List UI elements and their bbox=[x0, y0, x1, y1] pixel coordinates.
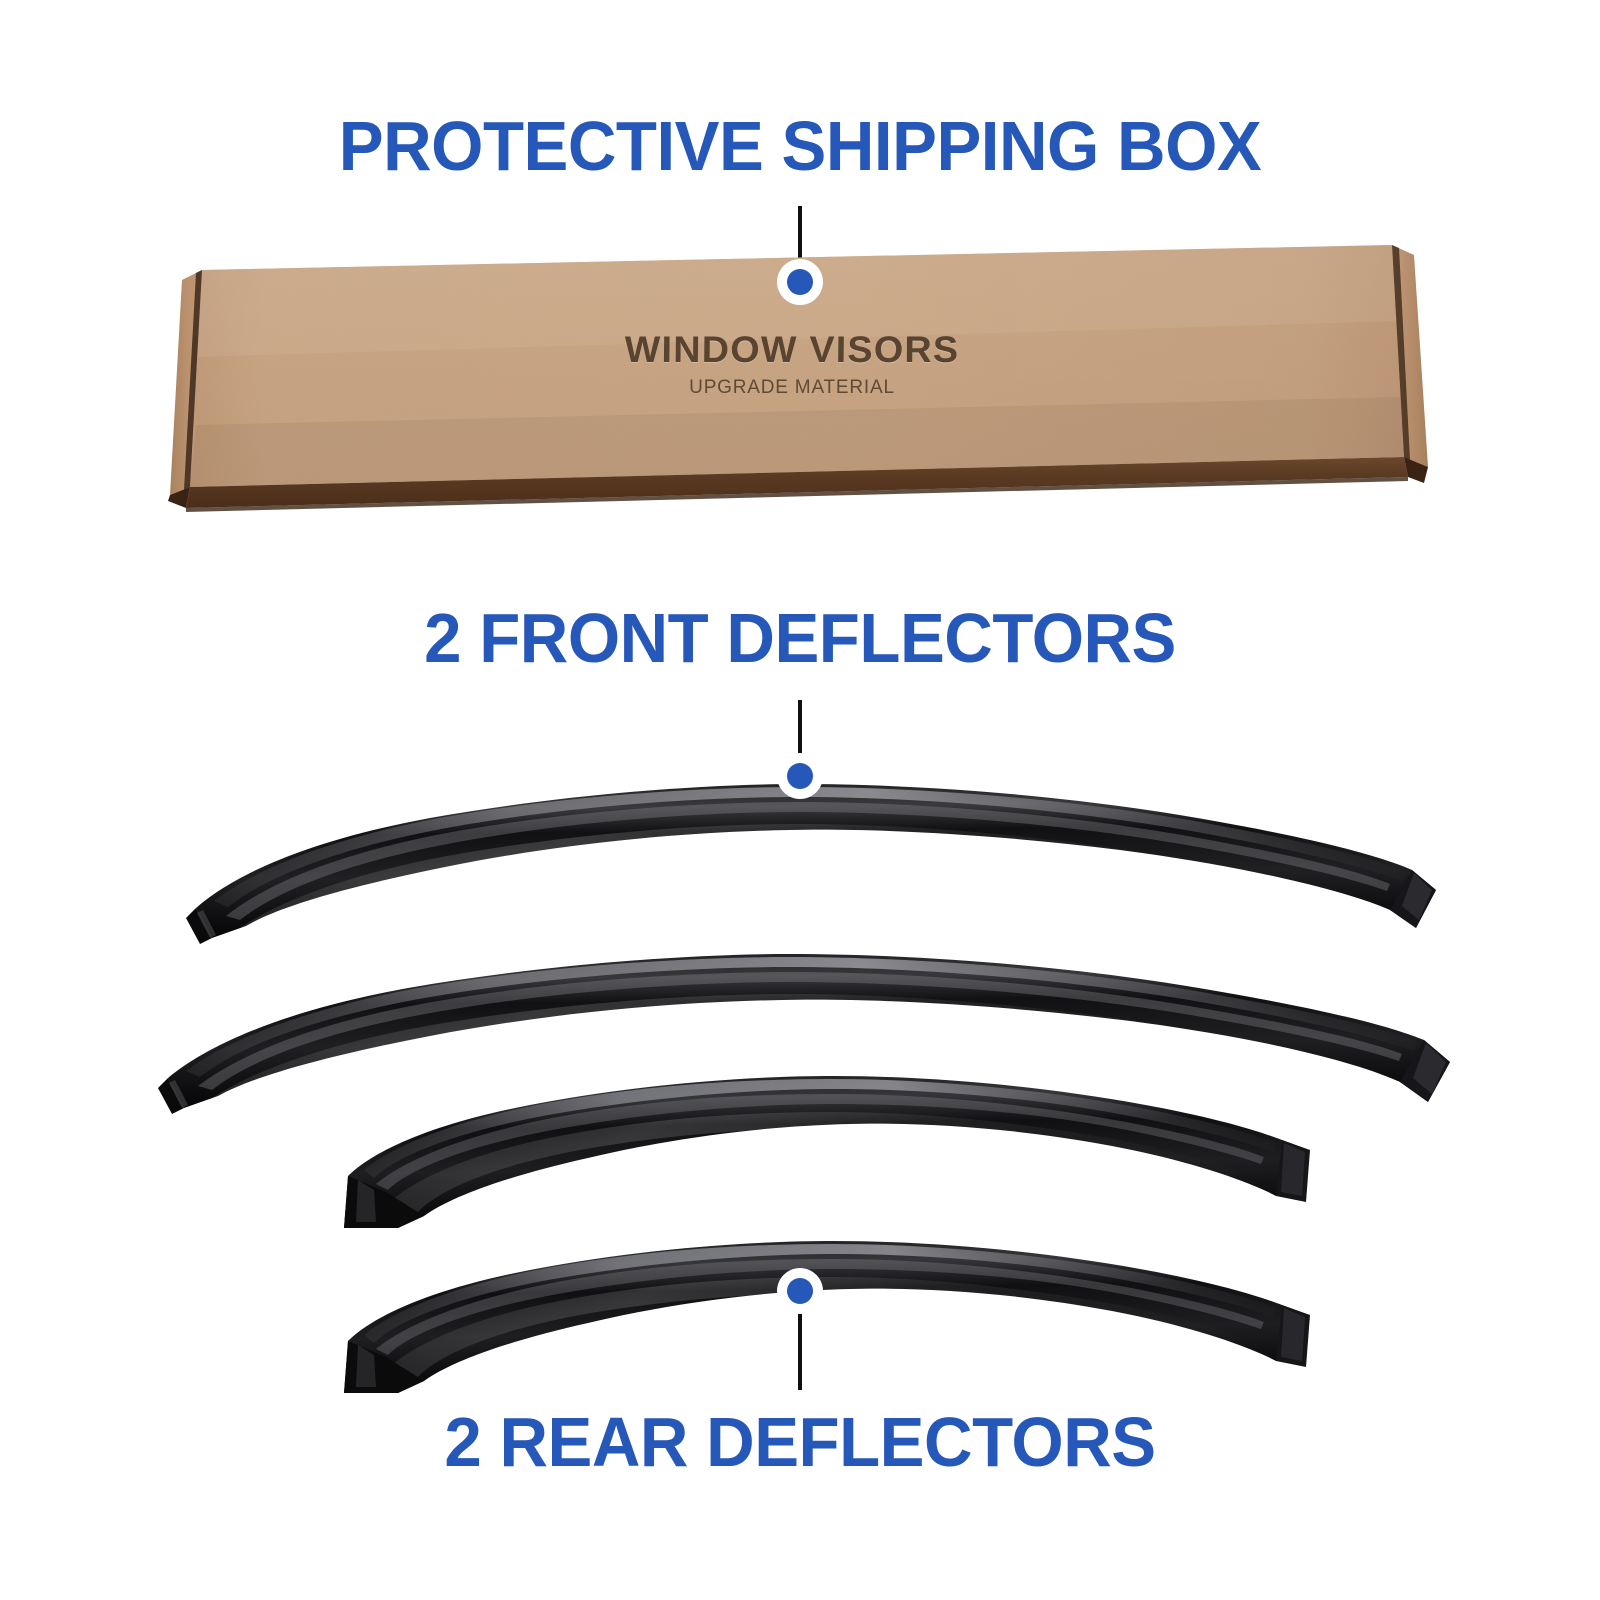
deflector-groove bbox=[198, 972, 1402, 1090]
callout-dot-shipping-box bbox=[777, 259, 823, 305]
callout-label-front-deflectors: 2 FRONT DEFLECTORS bbox=[424, 599, 1176, 677]
deflector-left-tip bbox=[158, 1078, 184, 1114]
deflector-body bbox=[344, 1241, 1298, 1393]
leader-line-front-deflectors bbox=[798, 700, 802, 778]
box-left-flap bbox=[168, 270, 202, 508]
deflector-groove bbox=[226, 802, 1390, 920]
front-deflector-left-graphic bbox=[186, 784, 1436, 944]
leader-line-rear-deflectors bbox=[798, 1290, 802, 1390]
deflector-ridge-highlight bbox=[214, 787, 1406, 907]
box-right-flap bbox=[1392, 245, 1428, 483]
callout-label-rear-deflectors: 2 REAR DEFLECTORS bbox=[444, 1403, 1156, 1481]
deflector-groove bbox=[376, 1094, 1264, 1190]
deflector-left-tip bbox=[344, 1341, 424, 1393]
front-deflector-right-graphic bbox=[158, 954, 1450, 1114]
deflector-left-tip bbox=[344, 1176, 424, 1228]
leader-line-shipping-box bbox=[798, 206, 802, 284]
deflector-groove bbox=[376, 1259, 1264, 1355]
box-bottom-edge bbox=[186, 457, 1408, 512]
deflector-sheen bbox=[212, 994, 1378, 1104]
deflector-ridge-highlight bbox=[364, 1244, 1276, 1343]
callout-label-protective-shipping-box: PROTECTIVE SHIPPING BOX bbox=[338, 107, 1262, 185]
deflector-left-tip bbox=[186, 908, 212, 944]
rear-deflector-right-graphic bbox=[344, 1241, 1310, 1393]
deflector-sheen bbox=[240, 824, 1366, 934]
rear-deflector-right bbox=[0, 1215, 1600, 1405]
deflector-body bbox=[344, 1076, 1298, 1228]
rear-deflector-left bbox=[0, 1050, 1600, 1240]
deflector-sheen bbox=[392, 1112, 1240, 1212]
deflector-ridge-highlight bbox=[186, 957, 1418, 1077]
rear-deflector-left-graphic bbox=[344, 1076, 1310, 1228]
callout-dot-front-deflectors bbox=[777, 753, 823, 799]
callout-dot-rear-deflectors bbox=[777, 1268, 823, 1314]
deflector-body bbox=[196, 784, 1436, 938]
deflector-ridge-highlight bbox=[364, 1079, 1276, 1178]
shipping-box-illustration: WINDOW VISORS UPGRADE MATERIAL bbox=[0, 225, 1600, 515]
shipping-box-graphic bbox=[168, 245, 1428, 512]
box-lid-face bbox=[190, 245, 1404, 487]
front-deflector-right bbox=[0, 930, 1600, 1120]
front-deflector-left bbox=[0, 760, 1600, 950]
deflector-sheen bbox=[392, 1277, 1240, 1377]
deflector-body bbox=[168, 954, 1450, 1108]
